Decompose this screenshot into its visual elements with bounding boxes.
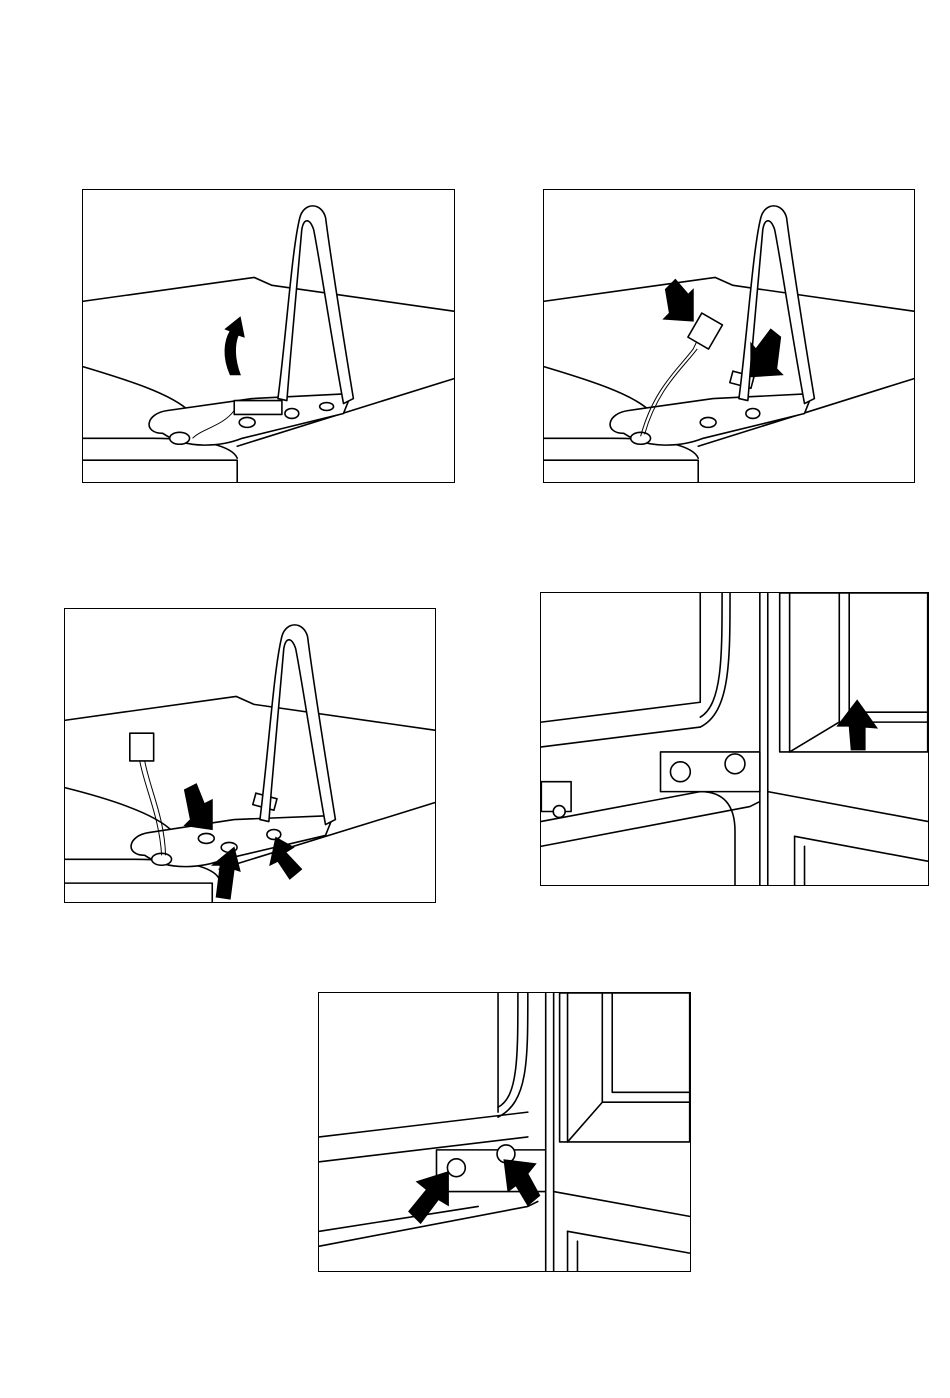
hinge-illustration (544, 190, 914, 482)
figure-hinge-connector-removed (543, 189, 915, 483)
curved-arrow-icon (225, 317, 244, 375)
door-illustration (541, 593, 928, 885)
figure-hinge-disconnect-lift (82, 189, 455, 483)
figure-door-lift (540, 592, 929, 886)
down-arrow-icon (184, 784, 212, 830)
down-arrow-icon (663, 279, 693, 321)
hinge-illustration (65, 609, 435, 902)
hinge-illustration (83, 190, 454, 482)
up-arrow-icon (270, 837, 302, 879)
figure-hinge-screws (64, 608, 436, 903)
door-illustration (319, 993, 690, 1271)
up-right-arrow-icon (409, 1172, 449, 1224)
figure-hinge-pins (318, 992, 691, 1272)
down-arrow-icon (751, 329, 783, 377)
